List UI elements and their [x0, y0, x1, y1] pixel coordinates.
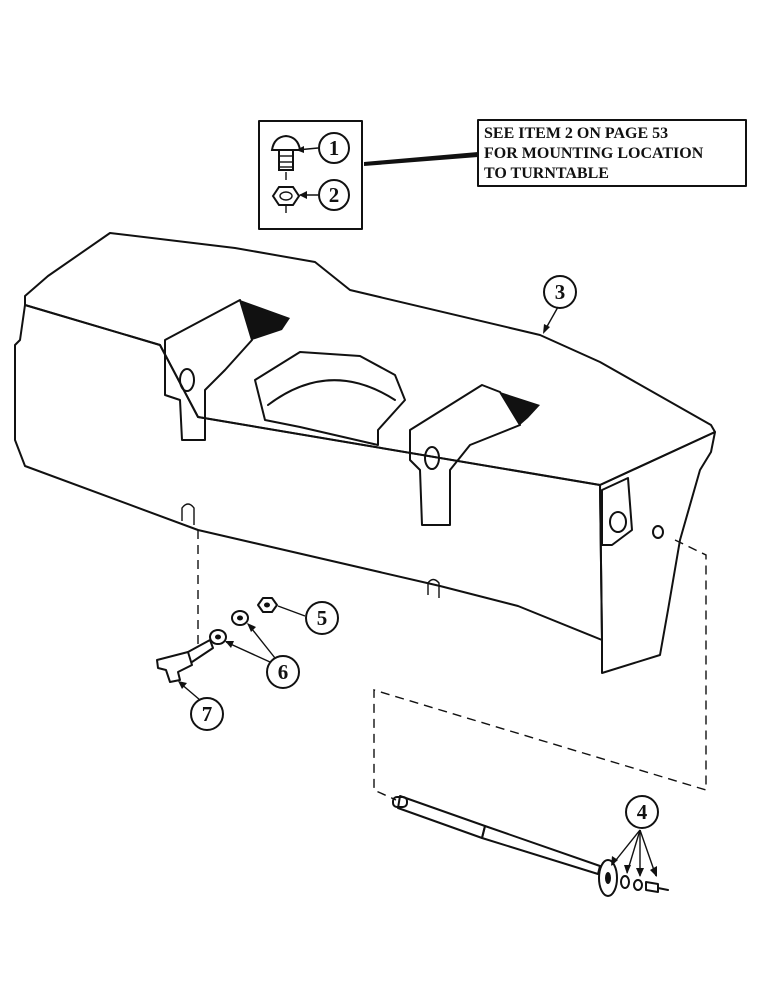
counterweight-part-3: 3	[14, 232, 716, 674]
washers-part-6	[209, 610, 249, 645]
callout-circle-7	[190, 697, 224, 731]
note-line-2: FOR MOUNTING LOCATION	[484, 145, 704, 162]
mounting-hardware: 5 6 7	[156, 597, 339, 731]
note-line-3: TO TURNTABLE	[484, 165, 609, 182]
callout-label-2: 2	[329, 183, 340, 207]
bolt-part-1	[270, 134, 302, 180]
callout-label-6: 6	[278, 660, 289, 684]
callout-label-7: 7	[202, 702, 213, 726]
pin-part-4: 4	[392, 795, 669, 897]
callout-label-3: 3	[555, 280, 566, 304]
callout-label-4: 4	[637, 800, 648, 824]
assembly-guide-lines	[197, 530, 707, 801]
note-leader	[364, 152, 478, 166]
callout-circle-2	[318, 179, 350, 211]
callout-circle-6	[266, 655, 300, 689]
callout-circle-1	[318, 132, 350, 164]
nut-part-5	[257, 597, 278, 613]
callout-circle-3	[543, 275, 577, 309]
t-bolt-part-7	[156, 639, 214, 683]
inset-frame	[258, 120, 363, 230]
callout-label-1: 1	[329, 136, 340, 160]
callout-circle-4	[625, 795, 659, 829]
callout-label-5: 5	[317, 606, 328, 630]
callout-circle-5	[305, 601, 339, 635]
note-frame	[477, 119, 747, 187]
mounting-note: SEE ITEM 2 ON PAGE 53 FOR MOUNTING LOCAT…	[477, 119, 747, 187]
note-line-1: SEE ITEM 2 ON PAGE 53	[484, 125, 668, 142]
hardware-inset: 1 2	[258, 120, 363, 230]
nut-part-2	[271, 186, 301, 213]
